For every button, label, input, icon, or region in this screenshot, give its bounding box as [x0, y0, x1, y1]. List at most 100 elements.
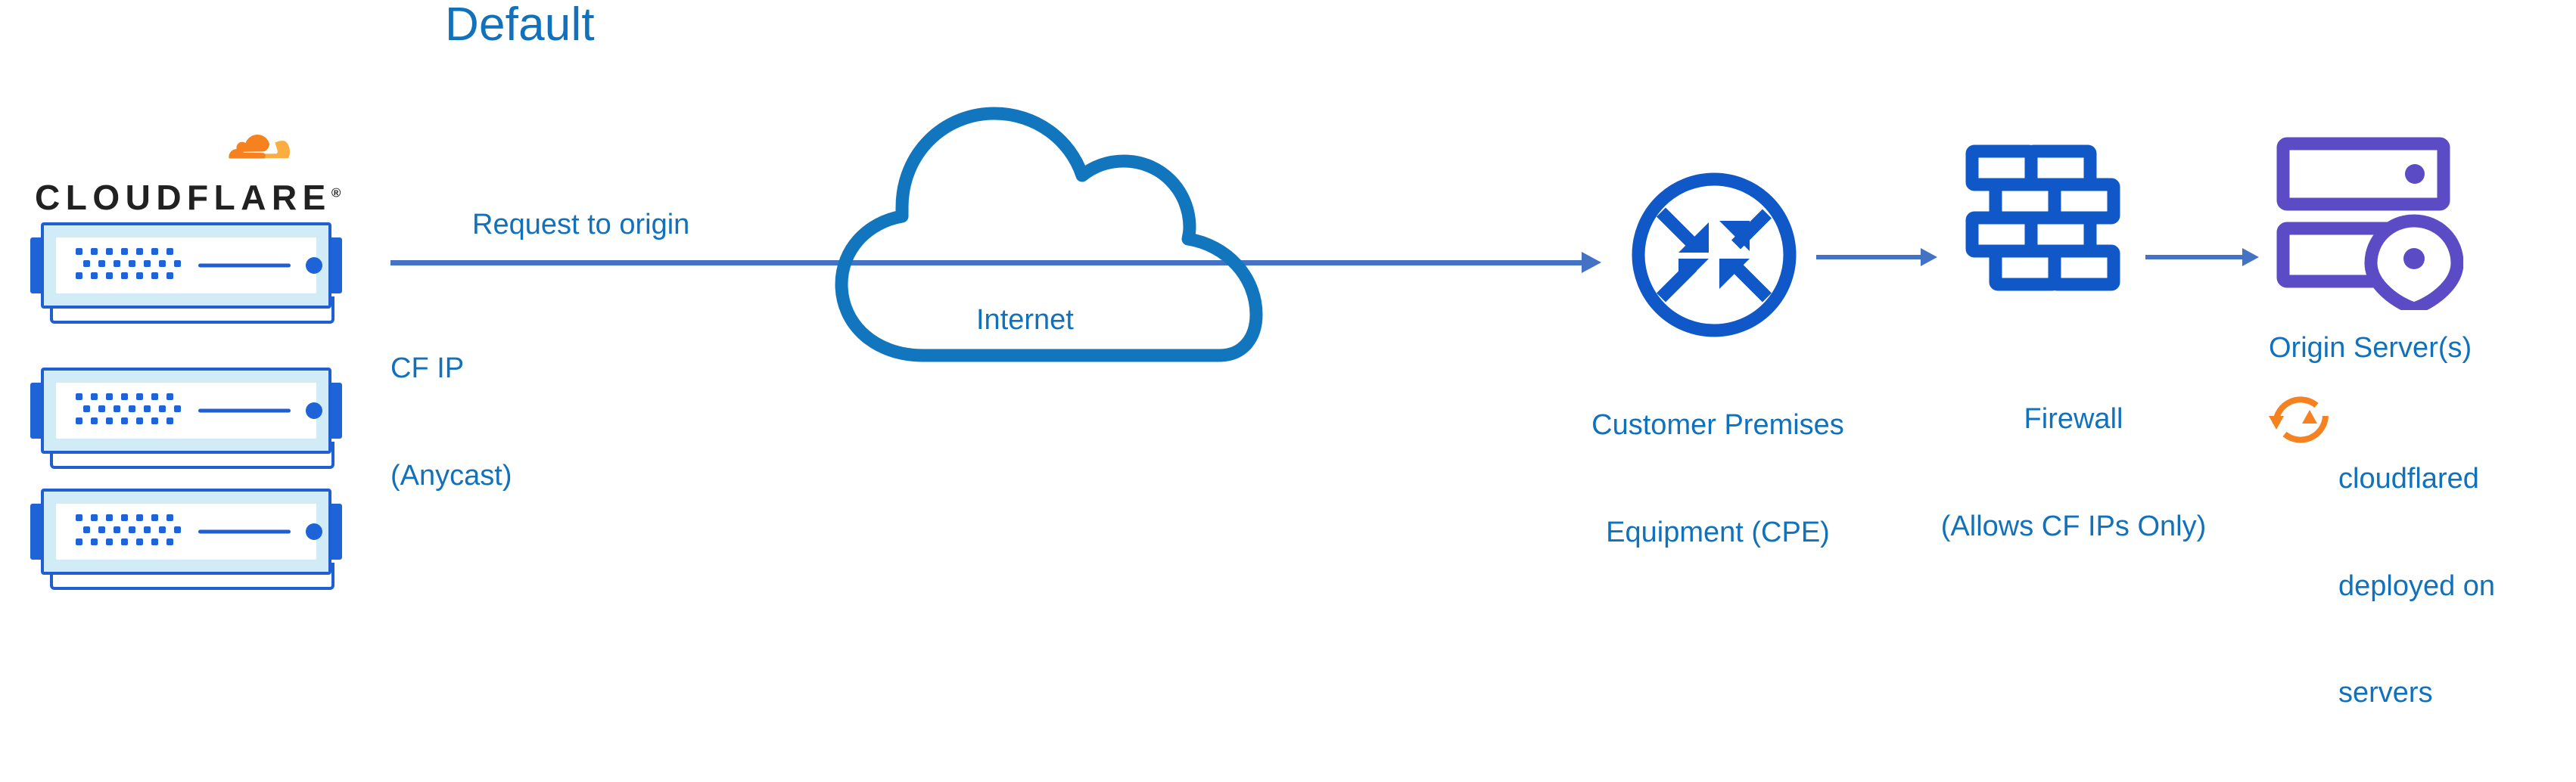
brick-wall-icon	[1965, 144, 2120, 291]
server-vent-dot	[121, 417, 128, 424]
server-vent-dot	[136, 248, 143, 255]
server-status-led	[306, 402, 322, 419]
cf-ip-line-1: CF IP	[390, 352, 465, 385]
cloudflare-server-1	[27, 218, 345, 327]
firewall-label-line-2: (Allows CF IPs Only)	[1940, 510, 2207, 542]
server-vent-dot	[136, 538, 143, 545]
server-vent-dot	[151, 417, 158, 424]
server-vent-dot	[159, 260, 166, 267]
cloudflare-cloud-logo-icon	[156, 113, 315, 178]
server-vent-dot	[106, 248, 113, 255]
arrow-firewall-to-origin	[2145, 248, 2259, 266]
server-vent-dot	[151, 514, 158, 521]
server-vent-dot	[76, 417, 82, 424]
server-vent-dot	[121, 514, 128, 521]
server-vent-dot	[83, 405, 90, 412]
server-vent-dot	[159, 405, 166, 412]
server-vent-dot	[91, 248, 98, 255]
server-vent-dot	[159, 526, 166, 533]
server-vent-dot	[129, 260, 135, 267]
server-vent-dot	[151, 538, 158, 545]
server-vent-dot	[174, 405, 181, 412]
server-vent-dot	[166, 417, 173, 424]
server-vent-dot	[129, 405, 135, 412]
server-vent-dot	[151, 272, 158, 279]
server-indicator-line	[198, 408, 291, 413]
server-rack-with-location-pin-icon	[2276, 137, 2464, 315]
server-vent-dot	[166, 514, 173, 521]
server-vent-dot	[121, 538, 128, 545]
server-faceplate	[56, 504, 322, 560]
arrow-shaft	[2145, 255, 2242, 259]
cloudflared-label: cloudflared deployed on servers	[2338, 390, 2495, 782]
cpe-label-line-2: Equipment (CPE)	[1606, 516, 1830, 548]
server-vent-dot	[174, 526, 181, 533]
server-vent-dot	[144, 260, 151, 267]
server-vent-dot	[166, 248, 173, 255]
server-vent-dot	[114, 526, 120, 533]
server-vent-dot	[136, 514, 143, 521]
cloudflared-label-line-2: deployed on	[2338, 569, 2496, 602]
server-vent-dot	[121, 272, 128, 279]
server-vent-dot	[76, 248, 82, 255]
server-vent-dot	[136, 417, 143, 424]
server-chassis	[41, 222, 331, 309]
server-vent-dot	[76, 393, 82, 400]
wordmark-text: CLOUDFLARE	[35, 178, 331, 217]
internet-cloud-node	[832, 106, 1286, 363]
server-chassis	[41, 368, 331, 454]
server-vent-dot	[91, 417, 98, 424]
server-vent-dot	[98, 405, 105, 412]
server-vent-dot	[76, 514, 82, 521]
cloudflare-server-2	[27, 363, 345, 473]
arrow-head	[1582, 252, 1601, 273]
diagram-canvas: Default CLOUDFLARE®	[27, 2, 2495, 709]
server-status-led	[306, 257, 322, 274]
origin-server-label: Origin Server(s)	[2269, 332, 2472, 364]
arrow-cf-to-cpe	[390, 252, 1601, 273]
cloudflare-logo: CLOUDFLARE®	[35, 113, 341, 215]
server-vent-dot	[136, 272, 143, 279]
server-vent-dot	[76, 538, 82, 545]
server-vent-grid	[76, 393, 181, 428]
server-status-led	[306, 523, 322, 540]
cf-ip-line-2: (Anycast)	[390, 459, 512, 492]
cloudflared-label-line-3: servers	[2338, 676, 2433, 709]
server-vent-dot	[114, 260, 120, 267]
internet-label: Internet	[976, 304, 1074, 336]
server-faceplate	[56, 383, 322, 439]
cpe-label: Customer Premises Equipment (CPE)	[1559, 337, 1877, 622]
server-vent-dot	[121, 248, 128, 255]
origin-server-node	[2274, 136, 2464, 315]
cpe-node	[1627, 168, 1801, 342]
cloudflared-label-line-1: cloudflared	[2338, 463, 2479, 495]
server-vent-dot	[166, 393, 173, 400]
server-indicator-line	[198, 529, 291, 534]
cloudflare-server-3	[27, 484, 345, 594]
server-vent-dot	[106, 514, 113, 521]
cpe-label-line-1: Customer Premises	[1591, 409, 1844, 442]
arrow-shaft	[390, 260, 1582, 265]
firewall-node	[1960, 142, 2126, 316]
registered-mark: ®	[331, 185, 341, 200]
server-vent-dot	[76, 272, 82, 279]
server-vent-dot	[106, 538, 113, 545]
request-to-origin-label: Request to origin	[472, 209, 690, 240]
server-vent-dot	[144, 526, 151, 533]
arrow-head	[2242, 248, 2259, 266]
server-faceplate	[56, 237, 322, 293]
cloudflare-wordmark: CLOUDFLARE®	[35, 180, 341, 215]
server-vent-dot	[91, 272, 98, 279]
server-vent-dot	[144, 405, 151, 412]
server-vent-dot	[166, 272, 173, 279]
server-vent-dot	[83, 526, 90, 533]
server-chassis	[41, 489, 331, 575]
server-vent-dot	[91, 538, 98, 545]
server-vent-dot	[106, 393, 113, 400]
server-vent-dot	[98, 526, 105, 533]
server-vent-dot	[106, 417, 113, 424]
server-vent-dot	[106, 272, 113, 279]
server-vent-grid	[76, 248, 181, 283]
arrow-shaft	[1816, 255, 1921, 259]
arrow-cpe-to-firewall	[1816, 248, 1937, 266]
